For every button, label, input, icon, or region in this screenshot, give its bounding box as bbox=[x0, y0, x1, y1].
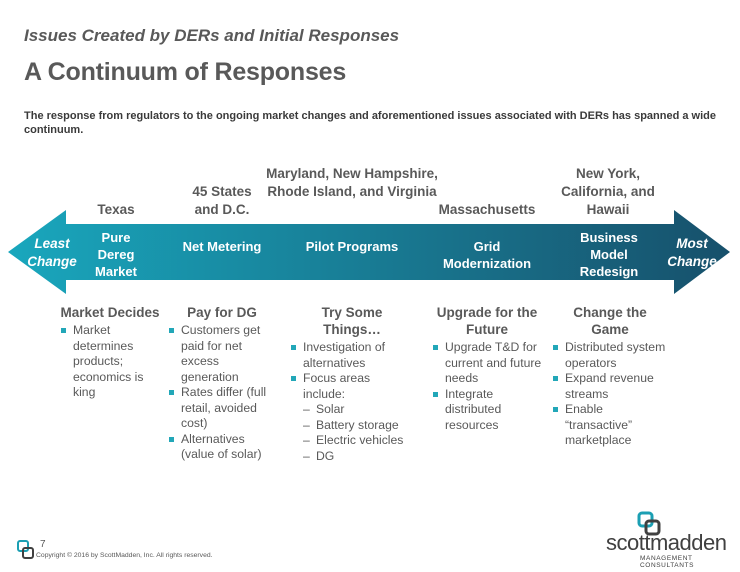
stage-business-model-redesign: Business Model Redesign bbox=[579, 230, 639, 279]
column-heading: Market Decides bbox=[60, 305, 160, 320]
bullet-list: Distributed system operators Expand reve… bbox=[552, 340, 668, 449]
bullet-item: Market determines products; economics is… bbox=[60, 323, 160, 401]
copyright-text: Copyright © 2016 by ScottMadden, Inc. Al… bbox=[36, 552, 213, 559]
scottmadden-logo-text: scottmadden bbox=[606, 530, 727, 555]
location-texas: Texas bbox=[97, 202, 135, 217]
most-change-label: Most Change bbox=[667, 236, 717, 269]
column-pay-for-dg: Pay for DG Customers get paid for net ex… bbox=[168, 304, 276, 463]
stage-net-metering: Net Metering bbox=[182, 239, 262, 254]
scottmadden-logo-icon bbox=[637, 511, 661, 536]
bullet-list: Upgrade T&D for current and future needs… bbox=[432, 340, 542, 433]
page-number: 7 bbox=[40, 539, 46, 550]
stage-pure-dereg: Pure Dereg Market bbox=[95, 230, 137, 279]
least-change-label: Least Change bbox=[27, 236, 77, 269]
stage-pilot-programs: Pilot Programs bbox=[305, 239, 399, 254]
bullet-item: Customers get paid for net excess genera… bbox=[168, 323, 276, 385]
bullet-item: Enable “transactive” marketplace bbox=[552, 402, 668, 449]
small-logo-icon bbox=[17, 540, 34, 559]
bullet-item: Rates differ (full retail, avoided cost) bbox=[168, 385, 276, 432]
bullet-item: Integrate distributed resources bbox=[432, 387, 542, 434]
bullet-item: Distributed system operators bbox=[552, 340, 668, 371]
sub-bullet-item: Electric vehicles bbox=[303, 433, 414, 449]
scottmadden-logo-tagline: MANAGEMENT CONSULTANTS bbox=[640, 555, 695, 569]
bullet-item: Focus areas include: Solar Battery stora… bbox=[290, 371, 414, 464]
slide-title: A Continuum of Responses bbox=[24, 58, 347, 86]
location-45-states: 45 States and D.C. bbox=[192, 184, 252, 217]
bullet-item: Expand revenue streams bbox=[552, 371, 668, 402]
sub-bullet-list: Solar Battery storage Electric vehicles … bbox=[303, 402, 414, 464]
location-pilot-states: Maryland, New Hampshire, Rhode Island, a… bbox=[266, 166, 438, 199]
column-heading: Try Some Things… bbox=[321, 305, 383, 337]
column-heading: Upgrade for the Future bbox=[436, 305, 538, 337]
bullet-item: Upgrade T&D for current and future needs bbox=[432, 340, 542, 387]
sub-bullet-item: DG bbox=[303, 449, 414, 465]
bullet-text: Focus areas include: bbox=[303, 371, 371, 401]
intro-text: The response from regulators to the ongo… bbox=[24, 110, 716, 136]
stage-grid-modernization: Grid Modernization bbox=[442, 239, 532, 271]
continuum-arrow bbox=[8, 210, 730, 294]
bullet-item: Investigation of alternatives bbox=[290, 340, 414, 371]
column-heading: Pay for DG bbox=[187, 305, 257, 320]
sub-bullet-item: Battery storage bbox=[303, 418, 414, 434]
column-change-the-game: Change the Game Distributed system opera… bbox=[552, 304, 668, 449]
column-market-decides: Market Decides Market determines product… bbox=[60, 304, 160, 401]
sub-bullet-item: Solar bbox=[303, 402, 414, 418]
bullet-list: Customers get paid for net excess genera… bbox=[168, 323, 276, 463]
bullet-item: Alternatives (value of solar) bbox=[168, 432, 276, 463]
bullet-list: Market determines products; economics is… bbox=[60, 323, 160, 401]
bullet-list: Investigation of alternatives Focus area… bbox=[290, 340, 414, 464]
location-ny-ca-hi: New York, California, and Hawaii bbox=[561, 166, 655, 217]
location-massachusetts: Massachusetts bbox=[438, 202, 536, 217]
column-try-some-things: Try Some Things… Investigation of altern… bbox=[290, 304, 414, 464]
column-heading: Change the Game bbox=[573, 305, 647, 337]
column-upgrade-for-future: Upgrade for the Future Upgrade T&D for c… bbox=[432, 304, 542, 433]
slide-subtitle: Issues Created by DERs and Initial Respo… bbox=[24, 26, 400, 45]
